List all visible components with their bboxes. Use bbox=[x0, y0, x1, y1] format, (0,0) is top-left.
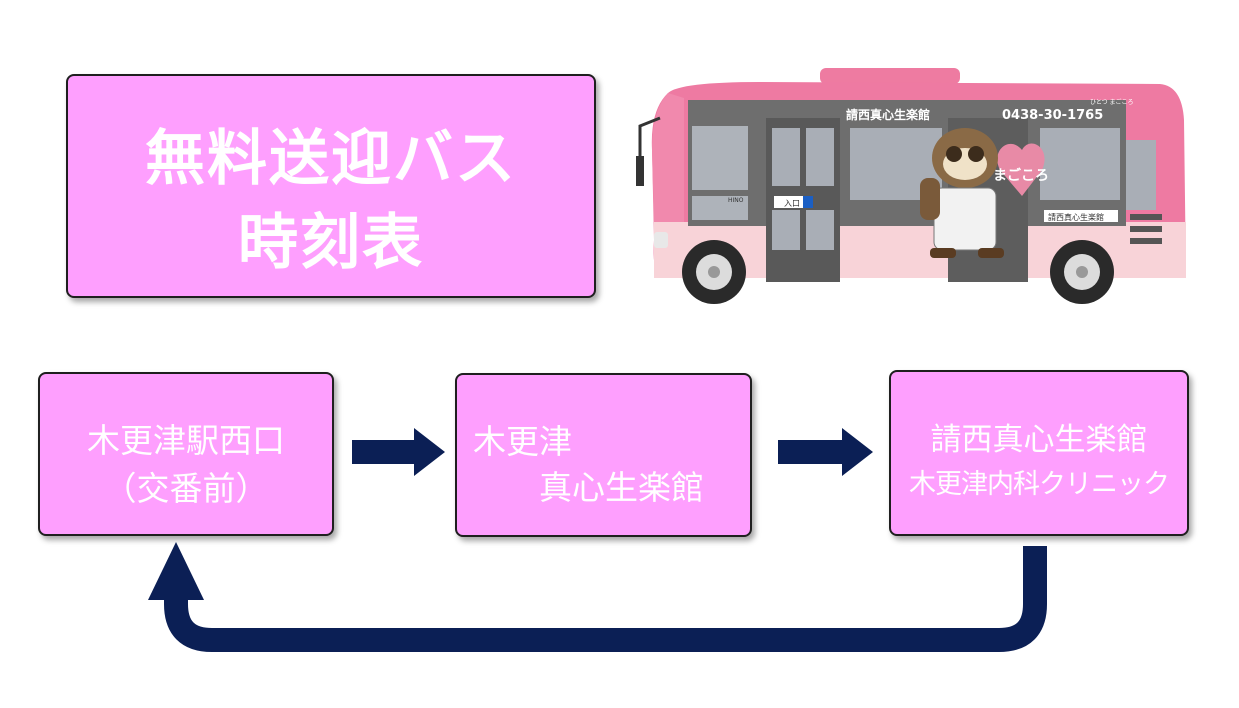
bus-maker: HINO bbox=[728, 197, 744, 204]
bus-phone-text: 0438-30-1765 bbox=[1002, 108, 1103, 123]
mascot-tanuki: まごころ bbox=[920, 128, 1049, 258]
bus-name-text: 請西真心生楽館 bbox=[846, 107, 930, 122]
title-box: 無料送迎バス 時刻表 bbox=[66, 74, 596, 298]
arrow-right-2 bbox=[778, 428, 873, 476]
stop3-line2: 木更津内科クリニック bbox=[909, 469, 1170, 500]
bus-entrance: 入口 bbox=[784, 199, 800, 208]
return-loop-arrow-line bbox=[164, 546, 1047, 652]
bus-side-plate: 請西真心生楽館 bbox=[1048, 212, 1104, 222]
stop-box-jozai-magokoro: 請西真心生楽館 木更津内科クリニック bbox=[889, 370, 1189, 536]
stop1-line2: （交番前） bbox=[103, 469, 269, 508]
return-arrow-head bbox=[148, 542, 204, 600]
mascot-badge-text: まごころ bbox=[993, 167, 1049, 184]
stop-box-kisarazu-station: 木更津駅西口 （交番前） bbox=[38, 372, 334, 536]
stop-box-kisarazu-magokoro: 木更津 真心生楽館 bbox=[455, 373, 752, 537]
stop1-line1: 木更津駅西口 bbox=[87, 421, 285, 460]
stop2-line2: 真心生楽館 bbox=[539, 468, 704, 507]
title-line-2: 時刻表 bbox=[238, 208, 424, 278]
arrow-right-1 bbox=[352, 428, 445, 476]
stop3-line1: 請西真心生楽館 bbox=[930, 422, 1148, 458]
stop2-line1: 木更津 bbox=[473, 422, 572, 461]
bus-phone-ruby: ひとつ まごころ bbox=[1090, 98, 1134, 106]
title-line-1: 無料送迎バス bbox=[145, 124, 517, 194]
bus-wheels bbox=[682, 240, 1114, 304]
